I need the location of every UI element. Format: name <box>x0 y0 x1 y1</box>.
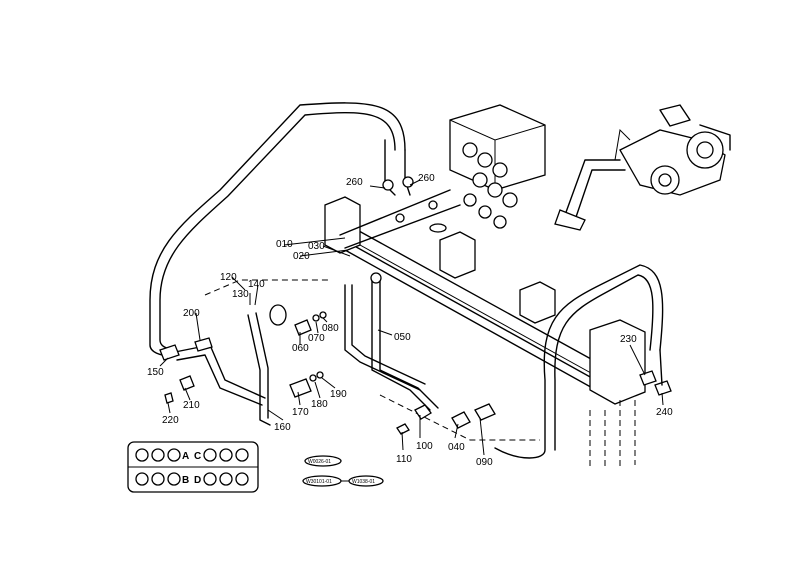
frame-bracket-mid <box>439 231 476 279</box>
bolt-110 <box>396 423 410 435</box>
note-w30101: W30101-01 <box>306 479 332 485</box>
callout-110: 110 <box>396 454 412 465</box>
callout-020: 020 <box>293 251 310 262</box>
plug-060 <box>294 319 312 336</box>
callout-150: 150 <box>147 367 164 378</box>
pipe-090-b <box>351 284 426 385</box>
part-number-notes: W0026-01 W30101-01 W1038-01 <box>302 455 384 487</box>
hose-260-b <box>404 149 411 196</box>
fitting-nut <box>428 200 438 210</box>
frame-beam-mid <box>339 237 611 389</box>
cap-060 <box>269 304 287 326</box>
callout-130: 130 <box>232 289 249 300</box>
callout-010: 010 <box>276 239 293 250</box>
pipe-020 <box>344 204 461 249</box>
key-c: C <box>194 451 201 462</box>
callout-210: 210 <box>183 400 200 411</box>
callout-190: 190 <box>330 389 347 400</box>
note-w0026: W0026-01 <box>308 459 331 465</box>
pipe-150 <box>174 344 266 399</box>
callout-140: 140 <box>248 279 265 290</box>
callout-060: 060 <box>292 343 309 354</box>
key-a: A <box>182 451 189 462</box>
o-ring <box>429 223 447 233</box>
pipe-050-end <box>370 272 382 284</box>
hose-260-fitting-a <box>382 179 394 191</box>
frame-bracket-right <box>519 281 556 324</box>
fitting-nut <box>395 213 405 223</box>
tractor-backhoe-illustration <box>554 104 731 231</box>
fitting-200 <box>194 337 213 352</box>
washer-080 <box>319 311 327 319</box>
hose-260-fitting-b <box>402 176 414 188</box>
return-hose-loop-outer <box>149 102 406 357</box>
connector-090 <box>474 403 496 421</box>
valve-key-panel: A C B D <box>127 441 259 493</box>
fitting-240 <box>654 380 672 396</box>
fitting-230 <box>639 370 657 386</box>
note-w1038: W1038-01 <box>352 479 375 485</box>
frame-beam-low <box>344 249 606 396</box>
callout-100: 100 <box>416 441 433 452</box>
frame-end-plate <box>589 319 646 405</box>
washer-180 <box>309 374 317 382</box>
return-hose-loop-inner <box>159 112 396 350</box>
callout-030: 030 <box>308 241 325 252</box>
right-hose-loop-outer <box>494 264 664 459</box>
fitting-150 <box>159 344 180 361</box>
callout-050: 050 <box>394 332 411 343</box>
callout-180: 180 <box>311 399 328 410</box>
pipe-050 <box>371 279 431 411</box>
callout-200: 200 <box>183 308 200 319</box>
washer-070 <box>312 314 320 322</box>
right-hose-loop-inner <box>554 274 654 451</box>
callout-230: 230 <box>620 334 637 345</box>
pipe-160 <box>247 314 271 426</box>
valve-ports <box>135 448 249 486</box>
elbow-100 <box>414 404 432 420</box>
frame-outline-left <box>204 279 330 296</box>
callout-170: 170 <box>292 407 309 418</box>
callout-220: 220 <box>162 415 179 426</box>
callout-040: 040 <box>448 442 465 453</box>
frame-beam-top <box>329 214 621 376</box>
leader-lines <box>159 179 664 456</box>
callout-240: 240 <box>656 407 673 418</box>
pipe-010 <box>339 189 451 236</box>
key-d: D <box>194 475 201 486</box>
callout-260-right: 260 <box>418 173 435 184</box>
callout-120: 120 <box>220 272 237 283</box>
callout-070: 070 <box>308 333 325 344</box>
washer-190 <box>316 371 324 379</box>
hose-240 <box>659 349 663 386</box>
callout-260-left: 260 <box>346 177 363 188</box>
callout-080: 080 <box>322 323 339 334</box>
callout-090: 090 <box>476 457 493 468</box>
adapter-040 <box>451 411 471 429</box>
pipe-050-b <box>379 279 439 409</box>
pipe-160-b <box>255 312 269 419</box>
key-b: B <box>182 475 189 486</box>
plug-170 <box>289 378 312 398</box>
pipe-090 <box>344 284 421 391</box>
clamp-210 <box>179 375 195 391</box>
frame-outline-lower <box>379 394 540 441</box>
callout-160: 160 <box>274 422 291 433</box>
frame-beam-line <box>359 244 601 379</box>
control-valve-block <box>449 104 546 229</box>
bolt-220 <box>164 392 174 404</box>
pipe-150-b <box>176 354 263 406</box>
